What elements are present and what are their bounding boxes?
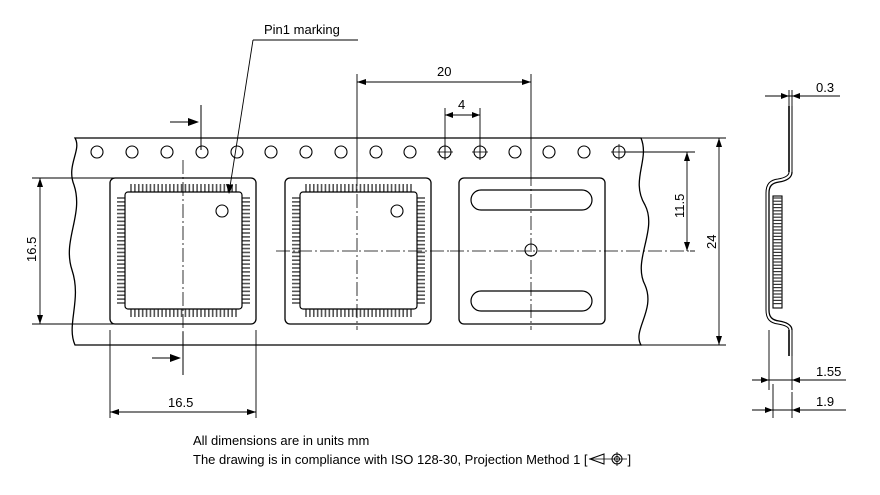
units-note: All dimensions are in units mm [193, 433, 370, 448]
compliance-text: The drawing is in compliance with ISO 12… [193, 452, 588, 467]
dimension-4-label: 4 [458, 97, 465, 112]
dimension-20 [356, 74, 532, 172]
dimension-0-3 [765, 90, 840, 106]
sprocket-hole [508, 145, 522, 159]
section-arrow-bottom [152, 332, 184, 375]
dimension-11-5 [625, 151, 695, 252]
section-arrow-top [170, 105, 202, 150]
sprocket-hole [90, 145, 104, 159]
dimension-16-5-vertical-label: 16.5 [24, 237, 39, 262]
dimension-24 [641, 137, 726, 346]
pin1-marker-circle [215, 204, 229, 218]
sprocket-hole [160, 145, 174, 159]
component-leads-2 [292, 184, 425, 317]
pocket-1 [109, 177, 257, 325]
component-leads-1 [117, 184, 250, 317]
dimension-0-3-label: 0.3 [816, 80, 834, 95]
sprocket-hole [542, 145, 556, 159]
sprocket-hole [577, 145, 591, 159]
sprocket-hole [264, 145, 278, 159]
dimension-16-5-vertical [32, 177, 118, 325]
pocket-2 [284, 177, 432, 325]
side-view-leads [773, 197, 782, 305]
pin1-marker-circle-2 [390, 204, 404, 218]
sprocket-hole [230, 145, 244, 159]
compliance-suffix: ] [627, 452, 632, 467]
sprocket-holes [90, 144, 627, 160]
dimension-24-label: 24 [704, 235, 719, 249]
sprocket-hole [403, 145, 417, 159]
sprocket-hole [369, 145, 383, 159]
sprocket-hole [334, 145, 348, 159]
side-view [765, 106, 793, 356]
dimension-20-label: 20 [437, 64, 451, 79]
dimension-1-55-label: 1.55 [816, 364, 841, 379]
pin1-marking-label: Pin1 marking [264, 22, 340, 37]
sprocket-hole [299, 145, 313, 159]
pin1-leader [228, 39, 358, 194]
dimension-16-5-horizontal-label: 16.5 [168, 395, 193, 410]
dimension-1-9-label: 1.9 [816, 394, 834, 409]
carrier-tape-outline [68, 137, 650, 346]
center-lines [182, 160, 690, 345]
projection-method-symbol-icon [588, 452, 627, 466]
dimension-16-5-horizontal [109, 330, 257, 418]
sprocket-hole [195, 145, 209, 159]
dimension-11-5-label: 11.5 [672, 194, 687, 218]
sprocket-hole [125, 145, 139, 159]
compliance-note: The drawing is in compliance with ISO 12… [193, 452, 631, 467]
